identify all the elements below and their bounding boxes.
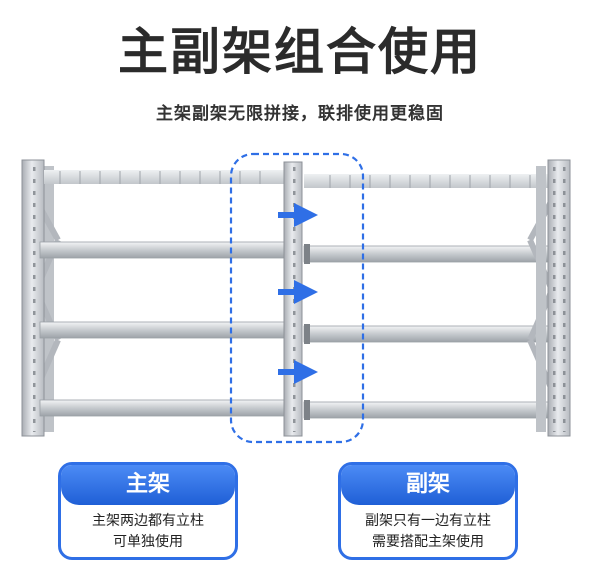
- page-subtitle: 主架副架无限拼接，联排使用更稳固: [156, 104, 444, 124]
- main-rack-card-title: 主架: [61, 465, 235, 505]
- page-title: 主副架组合使用: [118, 23, 482, 81]
- junction-highlight: [229, 152, 365, 444]
- main-rack-desc-line: 主架两边都有立柱: [92, 513, 204, 529]
- main-rack-card: 主架 主架两边都有立柱 可单独使用: [58, 462, 238, 560]
- shelving-illustration: [21, 152, 571, 444]
- sub-rack-desc-line: 需要搭配主架使用: [372, 534, 484, 550]
- sub-rack-card: 副架 副架只有一边有立柱 需要搭配主架使用: [338, 462, 518, 560]
- main-rack: [21, 159, 303, 437]
- main-rack-desc-line: 可单独使用: [113, 534, 183, 550]
- sub-rack-card-title: 副架: [341, 465, 515, 505]
- sub-rack: [303, 159, 571, 437]
- sub-rack-desc-line: 副架只有一边有立柱: [365, 513, 491, 529]
- main-rack-shelves: [39, 170, 287, 417]
